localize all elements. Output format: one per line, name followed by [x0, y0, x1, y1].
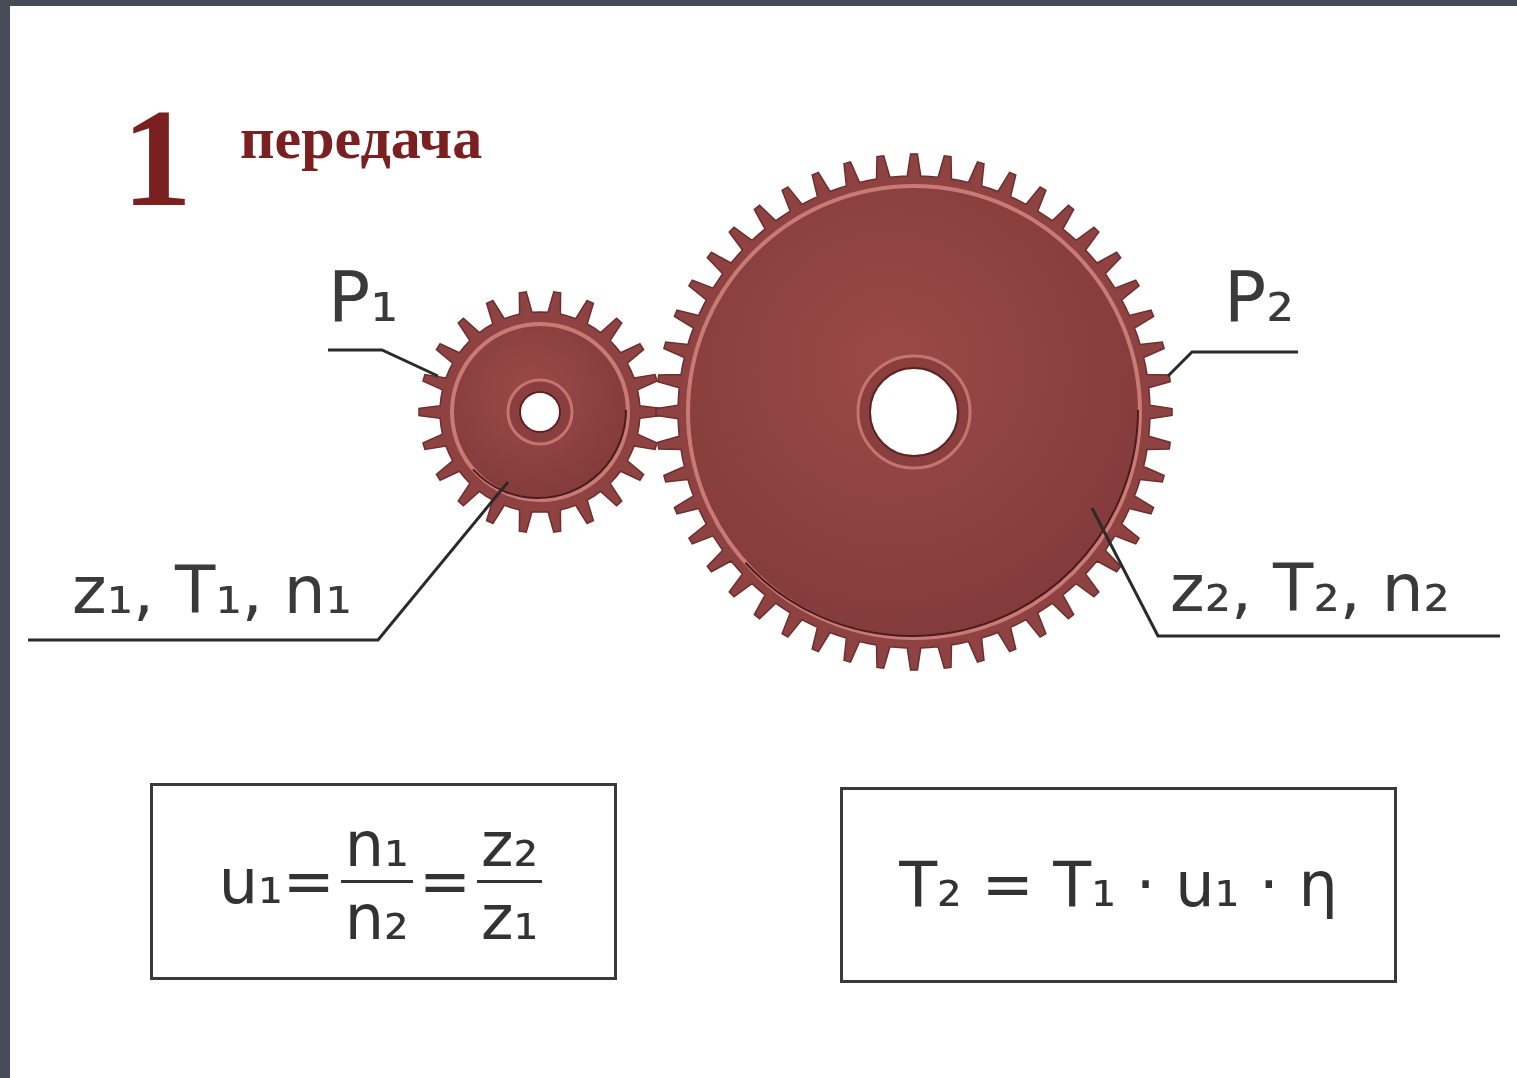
- formula-term: z₂: [477, 814, 542, 883]
- formula-box: T₂ = T₁ · u₁ · η: [840, 787, 1397, 983]
- formula-term: n₁: [341, 814, 413, 883]
- leader-lines: [28, 350, 1500, 640]
- gear-parameters: z₂, T₂, n₂: [1170, 556, 1450, 622]
- gear-bore: [870, 368, 958, 456]
- gear-shadow-edge: [450, 322, 626, 498]
- fraction: z₂z₁: [477, 814, 542, 949]
- formula-term: n₂: [341, 883, 413, 949]
- gear-boss: [858, 356, 970, 468]
- gear-boss: [508, 380, 572, 444]
- title-word: передача: [240, 108, 482, 168]
- formula-term: u₁=: [219, 851, 335, 913]
- gear-shadow-edge: [686, 184, 1138, 636]
- formula-term: z₁: [477, 883, 542, 949]
- formula-term: =: [419, 851, 471, 913]
- power-label: P₂: [1224, 262, 1294, 332]
- fraction: n₁n₂: [341, 814, 413, 949]
- gear-parameters: z₁, T₁, n₁: [72, 558, 352, 624]
- gear-teeth: [419, 292, 661, 532]
- formula-box: u₁=n₁n₂=z₂z₁: [150, 783, 617, 980]
- gear-bore: [520, 392, 560, 432]
- title-number: 1: [122, 88, 192, 228]
- formula-term: T₂ = T₁ · u₁ · η: [899, 854, 1338, 916]
- gear-teeth: [656, 154, 1172, 670]
- power-label: P₁: [328, 262, 398, 332]
